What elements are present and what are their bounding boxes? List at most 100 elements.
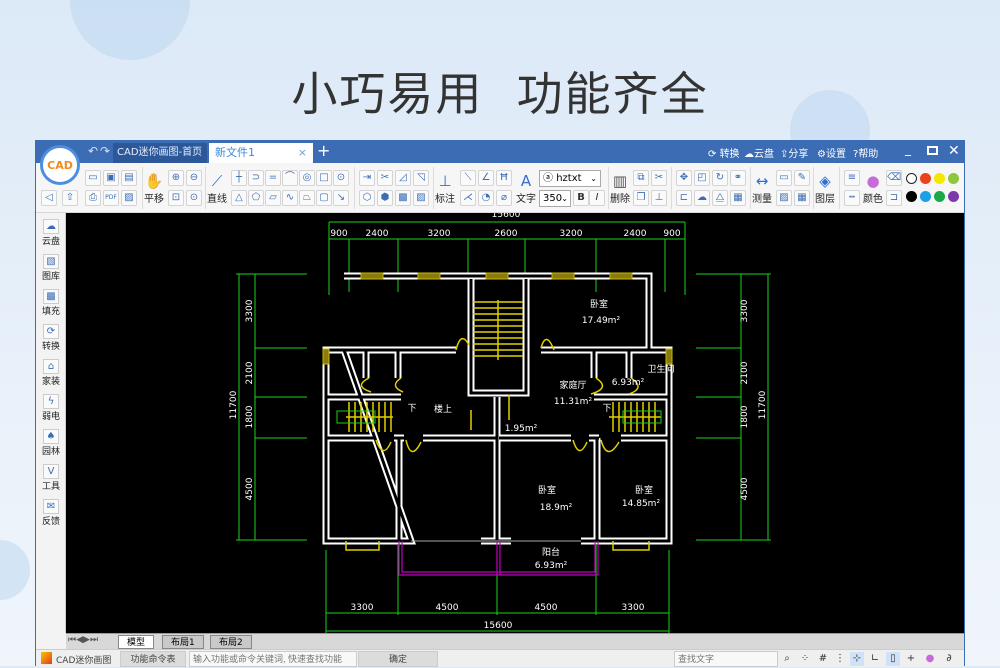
zoom-out-icon[interactable]: ⊖ — [186, 170, 202, 186]
grid-icon[interactable]: # — [818, 653, 828, 664]
rotate-icon[interactable]: ↻ — [712, 170, 728, 186]
group-icon[interactable]: ⚭ — [730, 170, 746, 186]
sidebar-item-home[interactable]: ⌂家装 — [38, 359, 64, 387]
find-text-input[interactable] — [674, 651, 778, 667]
color-swatch[interactable] — [906, 173, 917, 184]
chamfer-icon[interactable]: ◹ — [413, 170, 429, 186]
format-painter-icon[interactable]: ⊥ — [651, 190, 667, 206]
array-icon[interactable]: ⬢ — [377, 190, 393, 206]
print-icon[interactable]: ⎙ — [85, 190, 101, 206]
color-button[interactable]: ●颜色 — [862, 172, 884, 205]
new-tab-button[interactable]: + — [317, 141, 331, 160]
area-icon[interactable]: ▭ — [776, 170, 792, 186]
line-weight-icon[interactable]: ≡ — [844, 170, 860, 186]
arrow-icon[interactable]: ↘ — [333, 190, 349, 206]
lineweight-toggle-icon[interactable]: ▯ — [886, 652, 900, 666]
angular-dim-icon[interactable]: ⋌ — [460, 190, 476, 206]
cut-icon[interactable]: ✂ — [651, 170, 667, 186]
color-swatch[interactable] — [906, 191, 917, 202]
trapezoid-icon[interactable]: ⏢ — [299, 190, 315, 206]
diameter-dim-icon[interactable]: ⌀ — [496, 190, 512, 206]
back-icon[interactable]: ◁ — [41, 190, 57, 206]
color-swatch[interactable] — [934, 191, 945, 202]
bold-button[interactable]: B — [573, 190, 589, 206]
sidebar-item-gallery[interactable]: ▧图库 — [38, 254, 64, 282]
parallelogram-icon[interactable]: ▱ — [265, 190, 281, 206]
tab-home[interactable]: CAD迷你画图-首页 — [113, 143, 207, 163]
pentagon-icon[interactable]: ⬠ — [248, 190, 264, 206]
sidebar-item-hatch[interactable]: ▩填充 — [38, 289, 64, 317]
sidebar-item-tree[interactable]: ♠园林 — [38, 429, 64, 457]
sidebar-item-cloud[interactable]: ☁云盘 — [38, 219, 64, 247]
line-type-icon[interactable]: ┅ — [844, 190, 860, 206]
color-swatch[interactable] — [920, 191, 931, 202]
color-swatch[interactable] — [948, 173, 959, 184]
radius-dim-icon[interactable]: ◔ — [478, 190, 494, 206]
trim-icon[interactable]: ✂ — [377, 170, 393, 186]
zoom-extents-icon[interactable]: ⊙ — [186, 190, 202, 206]
drawing-canvas[interactable]: 15600 900 2400 3200 2600 3200 2400 900 3… — [66, 213, 964, 633]
tab-nav-arrows[interactable]: ⏮◀▶⏭ — [68, 635, 99, 645]
layer-button[interactable]: ◈图层 — [814, 172, 836, 205]
polar-icon[interactable]: ∟ — [870, 653, 880, 664]
triangle-icon[interactable]: △ — [231, 190, 247, 206]
save-icon[interactable]: ▣ — [103, 170, 119, 186]
ortho-icon[interactable]: ⊹ — [850, 652, 864, 666]
stretch-icon[interactable]: ⊏ — [676, 190, 692, 206]
cloud-mark-icon[interactable]: ☁ — [694, 190, 710, 206]
italic-button[interactable]: I — [589, 190, 605, 206]
save-as-icon[interactable]: ▤ — [121, 170, 137, 186]
table-icon[interactable]: ▦ — [794, 190, 810, 206]
tab-layout1[interactable]: 布局1 — [162, 635, 204, 649]
font-size-select[interactable]: 350⌄ — [539, 190, 571, 207]
pen-icon[interactable]: ✎ — [794, 170, 810, 186]
erase-icon[interactable]: ⌫ — [886, 170, 902, 186]
zoom-in-icon[interactable]: ⊕ — [168, 170, 184, 186]
confirm-button[interactable]: 确定 — [358, 651, 438, 667]
minimize-button[interactable]: _ — [905, 142, 911, 156]
color-wheel-icon[interactable]: ● — [925, 653, 935, 664]
arc-line-icon[interactable]: ⊃ — [248, 170, 264, 186]
undo-icon[interactable]: ↶ — [88, 144, 99, 158]
double-line-icon[interactable]: = — [265, 170, 281, 186]
tab-layout2[interactable]: 布局2 — [210, 635, 252, 649]
tab-model[interactable]: 模型 — [118, 635, 155, 649]
color-swatch[interactable] — [948, 191, 959, 202]
color-swatch[interactable] — [934, 173, 945, 184]
aligned-dim-icon[interactable]: ⟍ — [460, 170, 476, 186]
open-file-icon[interactable]: ▭ — [85, 170, 101, 186]
measure-button[interactable]: ↔测量 — [751, 172, 773, 205]
app-logo[interactable]: CAD — [40, 145, 80, 185]
spline-icon[interactable]: ∿ — [282, 190, 298, 206]
scale-icon[interactable]: ◰ — [694, 170, 710, 186]
copy-icon[interactable]: ⧉ — [633, 170, 649, 186]
extend-icon[interactable]: ⇥ — [359, 170, 375, 186]
delete-button[interactable]: ▥删除 — [609, 172, 631, 205]
dimension-button[interactable]: ⊥标注 — [434, 172, 456, 205]
rounded-rect-icon[interactable]: ▢ — [316, 190, 332, 206]
close-window-button[interactable]: ✕ — [948, 143, 960, 159]
tab-new-file[interactable]: 新文件1× — [209, 143, 313, 163]
select-color-icon[interactable]: ⊐ — [886, 190, 902, 206]
sidebar-item-mail[interactable]: ✉反馈 — [38, 499, 64, 527]
move-icon[interactable]: ✥ — [676, 170, 692, 186]
sidebar-item-convert[interactable]: ⟳转换 — [38, 324, 64, 352]
angle-dim-icon[interactable]: ∠ — [478, 170, 494, 186]
convert-link[interactable]: ⟳ 转换 — [708, 149, 740, 160]
circle-icon[interactable]: ◎ — [299, 170, 315, 186]
link-icon[interactable]: ∂ — [946, 653, 952, 664]
command-table-button[interactable]: 功能命令表 — [120, 651, 186, 667]
close-tab-icon[interactable]: × — [297, 146, 307, 159]
zoom-window-icon[interactable]: ⊡ — [168, 190, 184, 206]
upload-icon[interactable]: ⇧ — [62, 190, 78, 206]
pan-button[interactable]: ✋平移 — [144, 172, 164, 205]
mirror-icon[interactable]: ⧋ — [712, 190, 728, 206]
search-icon[interactable]: ⌕ — [784, 653, 790, 664]
paste-icon[interactable]: ❐ — [633, 190, 649, 206]
hatch-icon[interactable]: ▩ — [395, 190, 411, 206]
color-swatch[interactable] — [920, 173, 931, 184]
offset-icon[interactable]: ⬡ — [359, 190, 375, 206]
redo-icon[interactable]: ↷ — [100, 144, 111, 158]
